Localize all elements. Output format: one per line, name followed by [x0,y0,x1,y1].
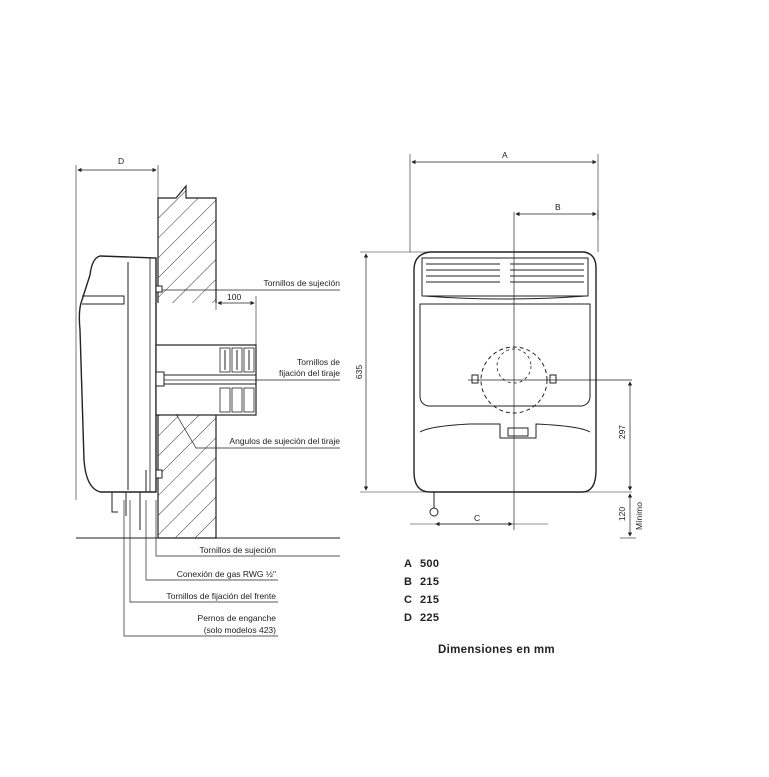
callout-pins-line1: Pernos de enganche [198,613,277,623]
dim-120-label: 120 [617,507,627,521]
dim-297-label: 297 [617,425,627,439]
legend-value-d: 225 [420,612,439,624]
callout-flue-screws-line1: Tornillos de [297,357,340,367]
callout-screws-bottom: Tornillos de sujeción [199,545,276,555]
callout-pins-line2: (solo modelos 423) [204,625,276,635]
callout-front-screws: Tornillos de fijación del frente [166,591,276,601]
dim-100-label: 100 [227,292,241,302]
callout-flue-angles: Angulos de sujeción del tiraje [229,436,340,446]
dim-c-label: C [474,513,480,523]
heater-side-casing [78,255,157,493]
legend-key-d: D [404,612,412,624]
callout-screws-top: Tornillos de sujeción [263,278,340,288]
legend-key-a: A [404,558,412,570]
legend-key-c: C [404,594,412,606]
dim-minimo-label: Mínimo [634,502,644,530]
dim-a-label: A [502,150,508,160]
front-view [360,154,636,539]
callout-flue-screws-line2: fijación del tiraje [279,368,340,378]
legend-key-b: B [404,576,412,588]
legend-value-a: 500 [420,558,439,570]
legend-value-c: 215 [420,594,439,606]
top-grille [421,257,589,300]
heater-front-body [413,251,597,493]
caption: Dimensiones en mm [438,644,555,656]
legend-value-b: 215 [420,576,439,588]
side-view [75,165,340,637]
dim-b-label: B [555,202,561,212]
dim-635-label: 635 [354,365,364,379]
dimension-legend: A 500 B 215 C 215 D 225 [404,558,439,624]
callout-gas-connection: Conexión de gas RWG ½" [177,569,276,579]
dim-d-label: D [118,156,124,166]
